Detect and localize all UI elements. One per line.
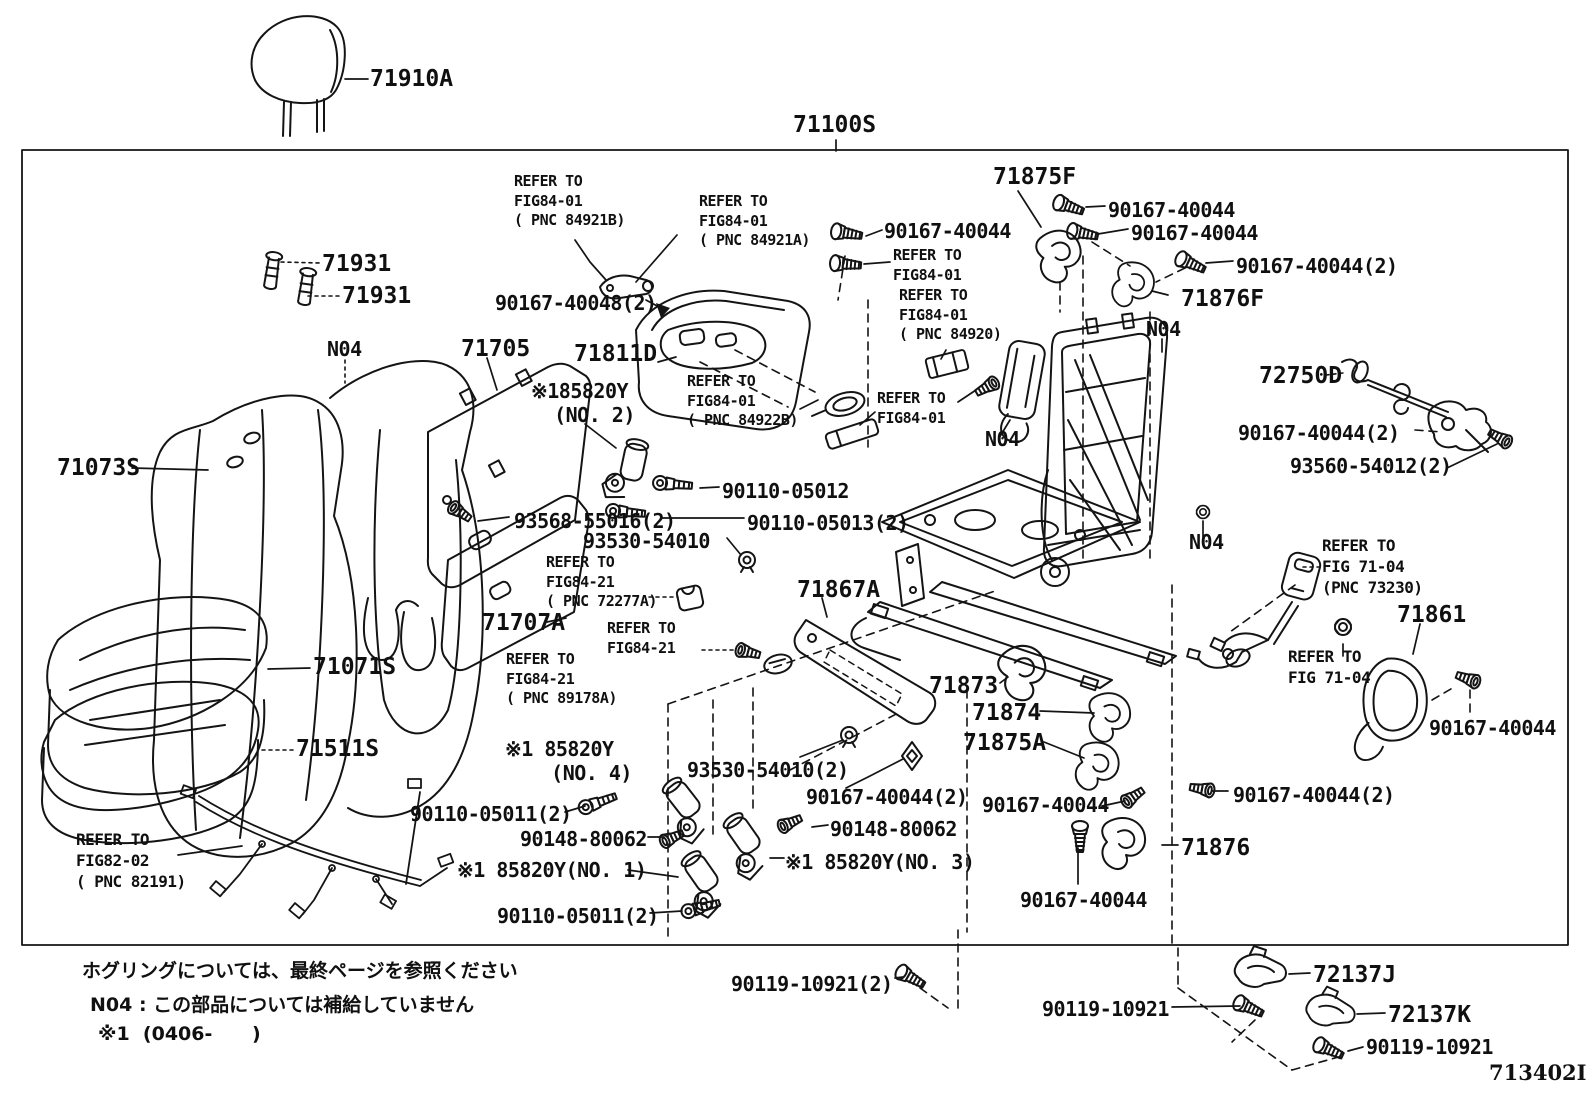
label-90148-80062-b: 90148-80062	[830, 817, 957, 841]
label-71073S: 71073S	[57, 455, 141, 481]
recliner-cover-71811D	[635, 289, 811, 431]
ref-fig84-01-pnc84922B: REFER TO FIG84-01 ( PNC 84922B)	[687, 372, 798, 429]
label-71931-b: 71931	[342, 283, 412, 309]
label-90119-10921-b: 90119-10921	[1042, 997, 1169, 1021]
label-85820Y-no4: ※1 85820Y (NO. 4)	[505, 737, 632, 785]
label-90167-40044-j: 90167-40044(2)	[1233, 783, 1395, 807]
label-71511S: 71511S	[296, 736, 380, 762]
ref-fig84-01-pnc84920: REFER TO FIG84-01 ( PNC 84920)	[899, 286, 1002, 343]
label-72750D: 72750D	[1259, 363, 1343, 389]
label-71811D: 71811D	[574, 341, 658, 367]
ref-fig84-21-pnc89178A: REFER TO FIG84-21 ( PNC 89178A)	[506, 650, 617, 707]
label-90167-40044-g: 90167-40044	[982, 793, 1109, 817]
label-71071S: 71071S	[313, 654, 397, 680]
label-71707A: 71707A	[482, 610, 566, 636]
airbag-module-n04	[998, 340, 1046, 443]
label-n04-b: N04	[1146, 317, 1181, 341]
note-n04: N04 : この部品については補給していません	[90, 994, 475, 1016]
seat-rails	[850, 581, 1177, 692]
ref-fig84-21-pnc72277A: REFER TO FIG84-21 ( PNC 72277A)	[546, 553, 657, 610]
label-85820Y-no1: ※1 85820Y(NO. 1)	[457, 858, 647, 882]
label-71931-a: 71931	[322, 251, 392, 277]
label-90110-05013: 90110-05013(2)	[747, 511, 909, 535]
valance-panel-71867A	[793, 619, 937, 725]
ref-fig84-01-pnc84921A: REFER TO FIG84-01 ( PNC 84921A)	[699, 192, 810, 249]
label-93530-54010-a: 93530-54010	[583, 529, 710, 553]
figure-code: 713402I	[1489, 1060, 1587, 1085]
seatback-cover-71073S	[150, 394, 358, 858]
label-93560-54012: 93560-54012(2)	[1290, 454, 1452, 478]
label-71100S: 71100S	[793, 112, 877, 138]
leader-lines	[131, 78, 1498, 1052]
label-90167-40044-a: 90167-40044	[884, 219, 1011, 243]
ref-fig84-01-a: REFER TO FIG84-01	[893, 246, 962, 284]
dashed-lines	[667, 241, 1471, 1071]
label-n04-a: N04	[327, 337, 362, 361]
label-71875F: 71875F	[993, 164, 1077, 190]
seat-frame-back	[1040, 312, 1169, 587]
label-71874: 71874	[972, 700, 1042, 726]
switch-knob-84922B	[811, 391, 866, 417]
headrest-71910A	[250, 15, 346, 137]
label-90167-40044-b: 90167-40044	[1108, 198, 1235, 222]
seatback-lower-panel-71707A	[363, 494, 590, 672]
label-90148-80062-a: 90148-80062	[520, 827, 647, 851]
cushion-pad-71511S	[40, 680, 260, 845]
label-71876: 71876	[1181, 835, 1251, 861]
label-72137J: 72137J	[1313, 962, 1397, 988]
label-71873: 71873	[929, 673, 999, 699]
seat-frame-pan	[881, 469, 1141, 607]
diagram-border	[21, 149, 1569, 946]
label-85820Y-no3: ※1 85820Y(NO. 3)	[785, 850, 975, 874]
label-71867A: 71867A	[797, 577, 881, 603]
label-90167-40044-c: 90167-40044	[1131, 221, 1258, 245]
ref-fig71-04-b: REFER TO FIG 71-04	[1288, 647, 1371, 687]
label-71861: 71861	[1397, 602, 1467, 628]
dotted-leaders	[261, 261, 1344, 751]
note-asterisk1: ※1 (0406- )	[98, 1023, 261, 1045]
label-90110-05011-b: 90110-05011(2)	[497, 904, 659, 928]
label-90167-40044-f: 90167-40044	[1429, 716, 1556, 740]
label-71876F: 71876F	[1181, 286, 1265, 312]
label-93568-55016: 93568-55016(2)	[514, 509, 676, 533]
ref-fig71-04-pnc73230: REFER TO FIG 71-04 (PNC 73230)	[1322, 536, 1423, 597]
seatback-board-71705	[426, 362, 592, 589]
lock-cable-72750D	[1341, 358, 1492, 453]
label-71875A: 71875A	[963, 730, 1047, 756]
label-90110-05012: 90110-05012	[722, 479, 849, 503]
label-71705: 71705	[461, 336, 531, 362]
label-90167-40044-i: 90167-40044	[1020, 888, 1147, 912]
label-90119-10921-c: 90119-10921	[1366, 1035, 1493, 1059]
label-90167-40044-h: 90167-40044(2)	[806, 785, 968, 809]
label-n04-c: N04	[985, 427, 1020, 451]
label-90119-10921-a: 90119-10921(2)	[731, 972, 893, 996]
ref-fig84-21-b: REFER TO FIG84-21	[607, 619, 676, 657]
note-hog-ring: ホグリングについては、最終ページを参照ください	[82, 960, 518, 982]
label-90110-05011-a: 90110-05011(2)	[410, 802, 572, 826]
belt-guide-71861	[1353, 657, 1428, 762]
label-90167-40044-e: 90167-40044(2)	[1238, 421, 1400, 445]
ref-fig84-01-b: REFER TO FIG84-01	[877, 389, 946, 427]
belt-buckle-73230	[1186, 551, 1322, 669]
label-90167-40048: 90167-40048(2)	[495, 291, 657, 315]
label-72137K: 72137K	[1388, 1002, 1472, 1028]
small-clamps	[675, 584, 923, 771]
ref-fig84-01-pnc84921B: REFER TO FIG84-01 ( PNC 84921B)	[514, 172, 625, 229]
label-n04-d: N04	[1189, 530, 1224, 554]
ref-fig82-02-pnc82191: REFER TO FIG82-02 ( PNC 82191)	[76, 830, 186, 891]
label-85820Y-no2: ※185820Y (NO. 2)	[531, 379, 635, 427]
bracket-block-fig84-01	[824, 418, 880, 450]
label-93530-54010-b: 93530-54010(2)	[687, 758, 849, 782]
wiring-harness-fig82-02	[179, 778, 455, 920]
label-71910A: 71910A	[370, 66, 454, 92]
label-90167-40044-d: 90167-40044(2)	[1236, 254, 1398, 278]
